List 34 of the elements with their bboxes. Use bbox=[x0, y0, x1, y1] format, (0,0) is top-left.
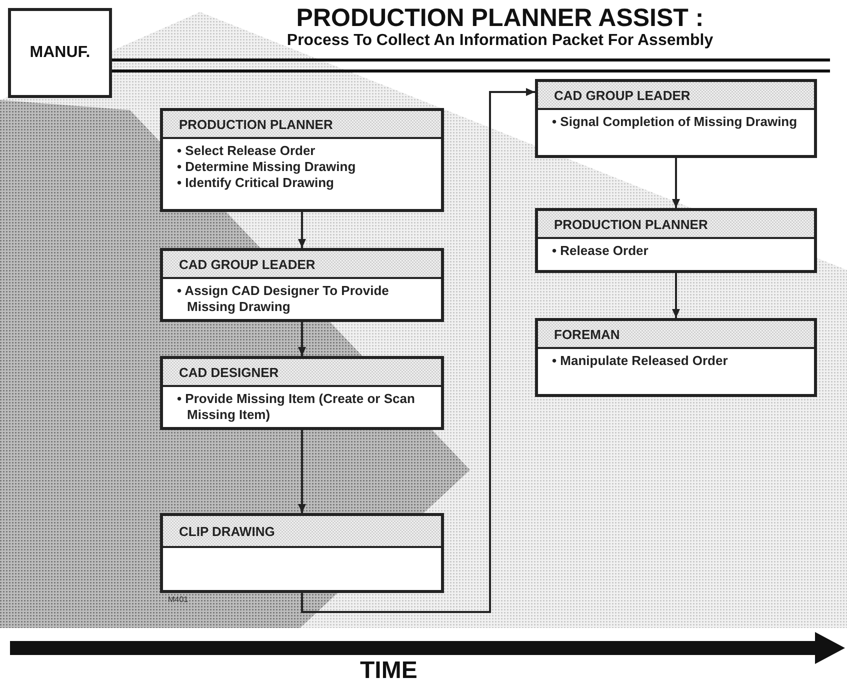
role-heading: PRODUCTION PLANNER bbox=[538, 211, 814, 239]
arrow bbox=[672, 273, 680, 318]
group-box bbox=[8, 8, 112, 98]
task-item: • Assign CAD Designer To Provide Missing Drawing bbox=[177, 283, 390, 315]
arrow bbox=[298, 322, 306, 356]
arrow bbox=[672, 158, 680, 208]
title: PRODUCTION PLANNER ASSIST : bbox=[295, 4, 705, 33]
task-item: • Release Order bbox=[552, 243, 650, 259]
process-card bbox=[160, 108, 444, 212]
role-heading: CAD DESIGNER bbox=[163, 359, 441, 387]
process-card bbox=[160, 513, 444, 593]
task-item: • Select Release Order bbox=[177, 143, 316, 159]
task-item: • Provide Missing Item (Create or Scan Missing Item) bbox=[177, 391, 416, 423]
task-item: • Signal Completion of Missing Drawing bbox=[552, 114, 798, 130]
group-label: MANUF. bbox=[30, 44, 90, 62]
task-item: • Determine Missing Drawing bbox=[177, 159, 357, 175]
role-heading: CLIP DRAWING bbox=[163, 516, 441, 548]
axis-label: TIME bbox=[360, 657, 418, 685]
arrow bbox=[298, 430, 306, 513]
arrow bbox=[301, 88, 535, 613]
role-heading: FOREMAN bbox=[538, 321, 814, 349]
subtitle: Process To Collect An Information Packet For Assembly bbox=[286, 32, 714, 50]
task-item: • Identify Critical Drawing bbox=[177, 175, 335, 191]
arrow bbox=[298, 212, 306, 248]
process-card bbox=[535, 79, 817, 158]
role-heading: PRODUCTION PLANNER bbox=[163, 111, 441, 139]
process-card bbox=[160, 248, 444, 322]
process-card bbox=[535, 318, 817, 397]
role-heading: CAD GROUP LEADER bbox=[538, 82, 814, 110]
figure-code: M401 bbox=[168, 595, 188, 604]
task-item: • Manipulate Released Order bbox=[552, 353, 729, 369]
process-card bbox=[160, 356, 444, 430]
process-card bbox=[535, 208, 817, 273]
role-heading: CAD GROUP LEADER bbox=[163, 251, 441, 279]
